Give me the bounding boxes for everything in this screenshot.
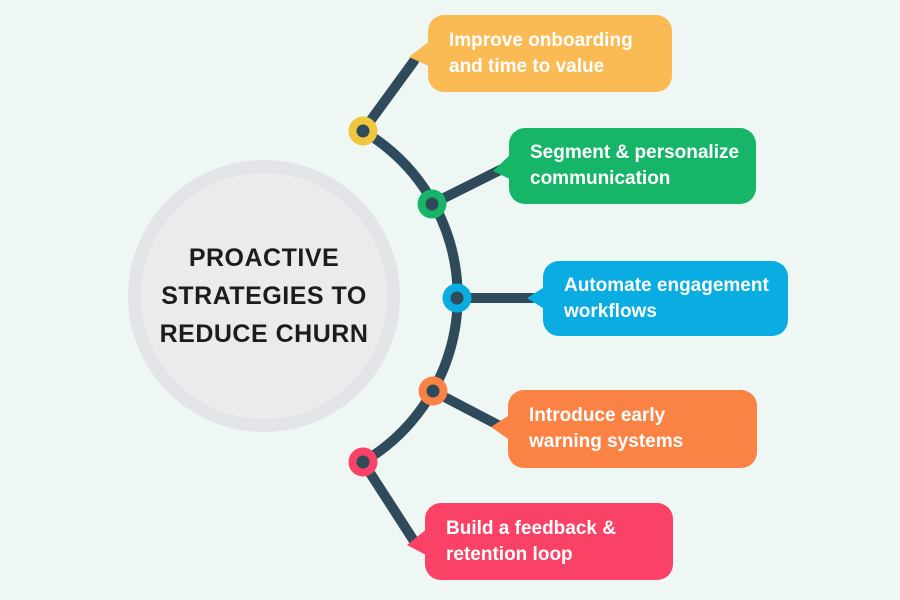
bubble-label: Improve onboarding and time to value	[449, 28, 633, 80]
bubble-label: Introduce early warning systems	[529, 403, 683, 455]
bubble-label: Automate engagement workflows	[564, 273, 769, 325]
node-dot-1-core	[356, 124, 370, 138]
bubble-label-line-2: communication	[530, 168, 671, 189]
center-title-line-1: PROACTIVE	[188, 244, 340, 272]
bubble-label: Segment & personalize communication	[530, 140, 739, 192]
node-dot-4-core	[426, 384, 440, 398]
bubble-feedback-loop: Build a feedback & retention loop	[425, 503, 673, 580]
center-title: PROACTIVE STRATEGIES TO REDUCE CHURN	[160, 239, 369, 353]
bubble-tail-2	[493, 153, 512, 180]
bubble-tail-3	[527, 286, 546, 310]
bubble-label-line-2: workflows	[564, 300, 657, 322]
connector-line-5	[358, 457, 419, 546]
bubble-improve-onboarding: Improve onboarding and time to value	[428, 15, 672, 92]
center-title-line-3: REDUCE CHURN	[159, 320, 369, 348]
bubble-label-line-1: Introduce early	[529, 405, 666, 426]
bubble-tail-1	[409, 40, 431, 67]
node-dot-3-core	[450, 291, 464, 305]
bubble-tail-5	[407, 528, 428, 556]
bubble-label-line-2: retention loop	[446, 543, 573, 565]
bubble-segment-personalize: Segment & personalize communication	[509, 128, 756, 204]
bubble-tail-4	[491, 414, 511, 441]
node-dot-5-core	[356, 455, 370, 469]
bubble-label-line-1: Automate engagement	[564, 274, 769, 296]
bubble-label: Build a feedback & retention loop	[446, 516, 616, 568]
node-dot-2-core	[425, 197, 439, 211]
bubble-early-warning: Introduce early warning systems	[508, 390, 757, 468]
bubble-label-line-1: Segment & personalize	[530, 142, 740, 163]
bubble-automate-workflows: Automate engagement workflows	[543, 261, 788, 336]
bubble-label-line-1: Improve onboarding	[449, 29, 633, 51]
bubble-label-line-2: warning systems	[529, 431, 684, 452]
bubble-label-line-2: and time to value	[449, 55, 605, 77]
bubble-label-line-1: Build a feedback &	[446, 517, 616, 539]
center-title-line-2: STRATEGIES TO	[161, 282, 367, 310]
